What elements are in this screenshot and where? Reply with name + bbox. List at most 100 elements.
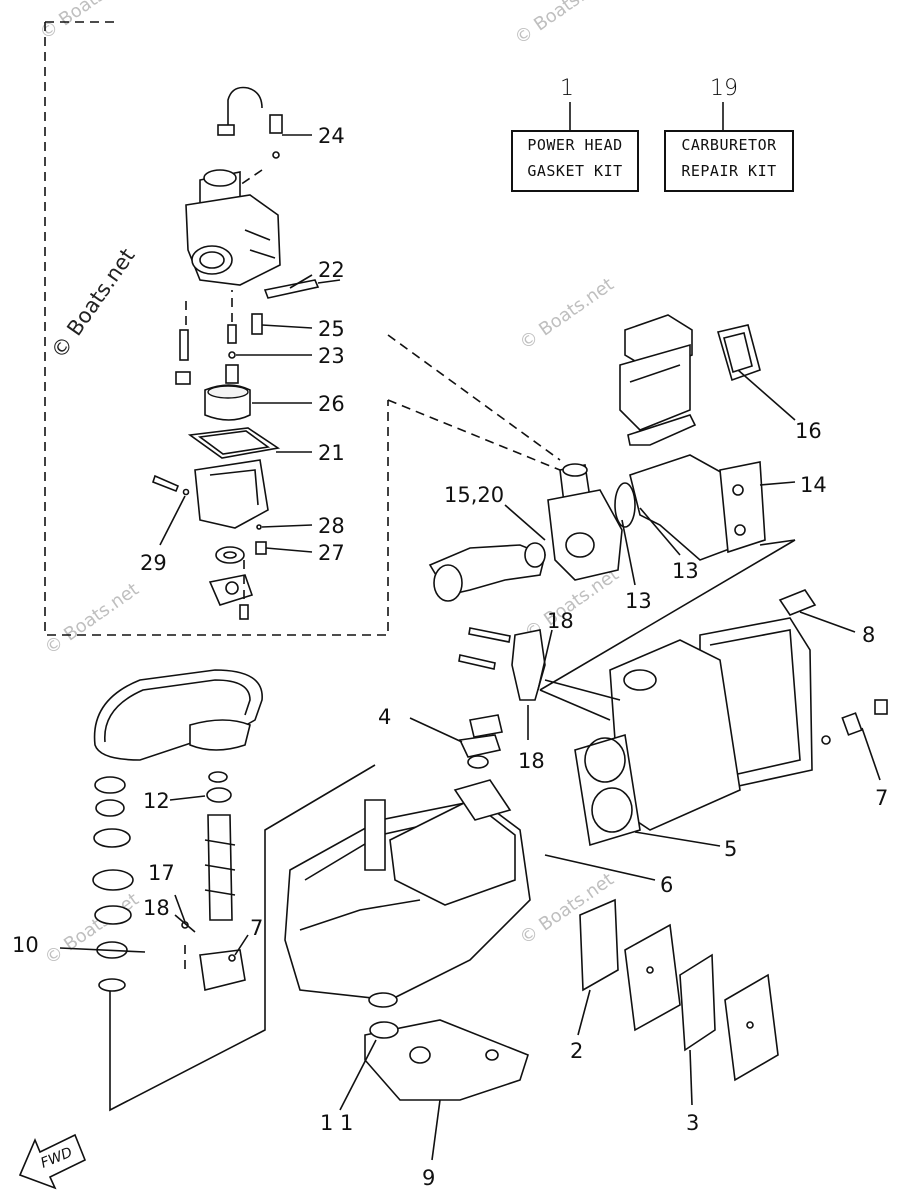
callout-18c: 18: [143, 896, 170, 920]
bolt-b: [458, 654, 496, 670]
callout-numbers: 24 22 2 5 23 26 21 28 27 29 15,20 13 13 1…: [12, 124, 888, 1190]
spacer-ring: [93, 828, 131, 848]
watermark-main: © Boats.net: [46, 244, 139, 363]
bolt-a: [468, 627, 511, 643]
callout-21: 21: [318, 441, 345, 465]
carburetor-dashed-connector-a: [387, 399, 561, 471]
fwd-arrow: FWD: [18, 1133, 87, 1190]
water-pipe: [511, 629, 546, 701]
watermark-faint-6: © Boats.net: [41, 889, 143, 969]
oil-pump: [199, 949, 246, 991]
kit-number-carburetor: 19: [710, 76, 738, 101]
crankshaft-end: [364, 799, 386, 871]
drain-screw: [255, 541, 267, 555]
timing-assembly: [92, 669, 263, 992]
assembly-bracket-line: [109, 764, 376, 1112]
washer: [94, 905, 132, 925]
main-nozzle: [179, 329, 189, 361]
ring-a: [94, 776, 126, 794]
carburetor-kit-line2: REPAIR KIT: [681, 162, 777, 180]
watermark-faint-2: © Boats.net: [511, 0, 613, 49]
carburetor-kit-line1: CARBURETOR: [681, 136, 777, 154]
callout-8: 8: [862, 623, 875, 647]
callout-16: 16: [795, 419, 822, 443]
power-head-kit-line1: POWER HEAD: [527, 136, 623, 154]
silencer-bracket: [627, 414, 697, 446]
thermostat: [841, 712, 863, 736]
exhaust-gasket-outer: [579, 898, 619, 992]
pilot-jet: [227, 324, 237, 344]
main-jet: [225, 364, 239, 384]
carburetor-exploded: [152, 86, 341, 620]
callout-15-20: 15,20: [444, 483, 504, 507]
chamber-screw: [152, 474, 180, 493]
exhaust-cover-outer: [624, 923, 681, 1032]
callout-12: 12: [143, 789, 170, 813]
callout-27: 27: [318, 541, 345, 565]
primer-diaphragm: [215, 546, 245, 564]
power-head-base-gasket: [364, 1019, 529, 1101]
carburetor-repair-kit-box: CARBURETOR REPAIR KIT: [664, 130, 794, 192]
intake-flange: [719, 461, 766, 554]
carburetor-region-dashed-box: [44, 22, 389, 636]
water-joint-gasket: [458, 734, 502, 758]
forward-direction-arrow: [18, 1133, 87, 1190]
cylinder-assembly: [458, 589, 888, 847]
leader-lines: [59, 134, 881, 1161]
carburetor-bore: [191, 245, 233, 275]
throttle-shaft: [263, 279, 320, 299]
anode: [778, 589, 817, 616]
callout-4: 4: [378, 705, 391, 729]
drive-pulley: [92, 869, 134, 891]
callout-18b: 18: [518, 749, 545, 773]
callout-14: 14: [800, 473, 827, 497]
float-chamber: [194, 459, 269, 529]
callout-9: 9: [422, 1166, 435, 1190]
callout-28: 28: [318, 514, 345, 538]
cylinder-head-gasket: [574, 733, 641, 847]
watermark-faint-4: © Boats.net: [41, 579, 143, 659]
pilot-screw: [269, 114, 283, 134]
callout-17: 17: [148, 861, 175, 885]
callout-6: 6: [660, 873, 673, 897]
exhaust-plates: [579, 898, 779, 1082]
callout-29: 29: [140, 551, 167, 575]
vent-hose: [227, 86, 263, 130]
primer-cover: [208, 574, 254, 606]
ring-b: [95, 799, 125, 817]
intake-assembly: [428, 314, 796, 691]
exhaust-gasket-inner: [679, 953, 716, 1052]
callout-26: 26: [318, 392, 345, 416]
watermark-faint-3: © Boats.net: [516, 274, 618, 354]
callout-2: 2: [570, 1039, 583, 1063]
oil-seal-11: [369, 1021, 399, 1039]
base-gasket: [364, 1019, 529, 1101]
callout-5: 5: [724, 837, 737, 861]
callout-24: 24: [318, 124, 345, 148]
crankcase-assembly: [109, 764, 531, 1112]
callout-22: 22: [318, 258, 345, 282]
carburetor-gasket: [614, 482, 636, 528]
callout-13b: 13: [672, 559, 699, 583]
camshaft-oil-seal: [206, 787, 232, 803]
circlip: [98, 978, 126, 992]
driven-pulley: [189, 719, 251, 751]
power-head-gasket-kit-box: POWER HEAD GASKET KIT: [511, 130, 639, 192]
jet-25: [251, 313, 263, 335]
callout-23: 23: [318, 344, 345, 368]
kit-number-power-head: 1: [560, 76, 574, 101]
callout-7b: 7: [250, 916, 263, 940]
hose-gasket: [524, 542, 546, 568]
intake-manifold: [629, 454, 741, 561]
callout-7a: 7: [875, 786, 888, 810]
power-head-kit-line2: GASKET KIT: [527, 162, 623, 180]
callout-11: 1 1: [320, 1111, 353, 1135]
callout-3: 3: [686, 1111, 699, 1135]
callout-18a: 18: [547, 609, 574, 633]
crankcase-bottom-seal: [368, 992, 398, 1008]
carburetor-dashed-connector-b: [387, 334, 561, 461]
callout-10: 10: [12, 933, 39, 957]
silencer-case: [619, 343, 691, 431]
callout-13a: 13: [625, 589, 652, 613]
